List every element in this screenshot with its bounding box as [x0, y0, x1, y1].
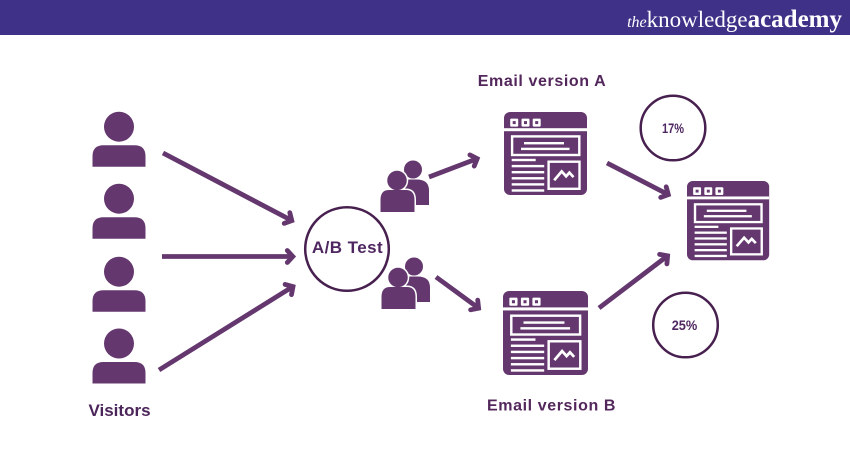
- svg-text:Email version B: Email version B: [487, 398, 616, 415]
- svg-text:Visitors: Visitors: [88, 401, 150, 420]
- svg-text:A/B Test: A/B Test: [312, 238, 383, 257]
- svg-text:25%: 25%: [672, 317, 698, 333]
- svg-text:17%: 17%: [662, 120, 684, 136]
- svg-text:Email version A: Email version A: [478, 73, 606, 90]
